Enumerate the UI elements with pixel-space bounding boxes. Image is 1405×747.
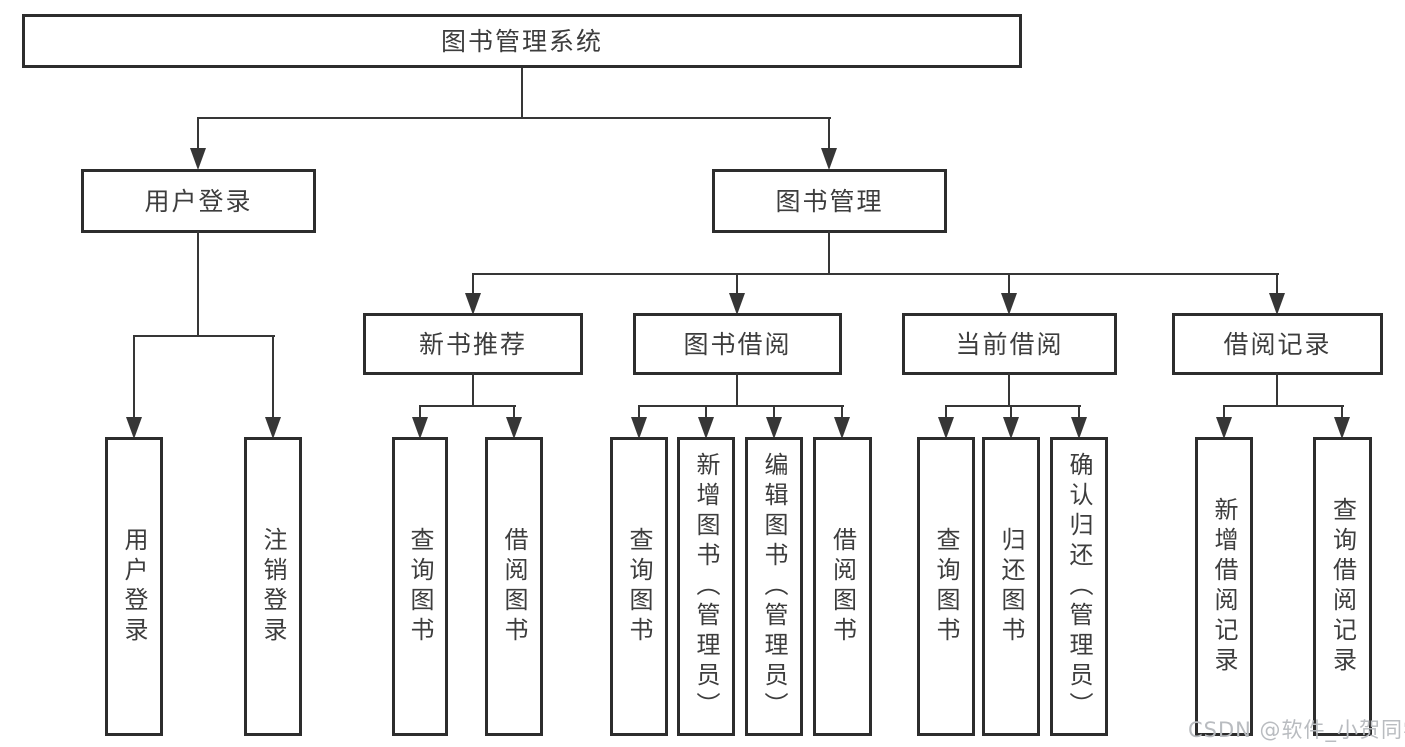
connector-line <box>1223 405 1225 419</box>
connector-line <box>1008 373 1010 406</box>
arrow-down-icon <box>938 417 954 439</box>
connector-line <box>272 335 274 420</box>
connector-line <box>773 405 775 419</box>
leaf-edit-books-admin: 编辑图书（管理员） <box>745 437 803 736</box>
node-label: 新增图书（管理员） <box>692 451 720 722</box>
arrow-down-icon <box>412 417 428 439</box>
node-label: 新书推荐 <box>418 329 527 359</box>
leaf-query-books-borrow: 查询图书 <box>610 437 668 736</box>
connector-line <box>197 117 831 119</box>
node-new-book-recommendation: 新书推荐 <box>363 313 583 375</box>
node-label: 图书管理系统 <box>440 26 603 56</box>
arrow-down-icon <box>506 417 522 439</box>
node-label: 用户登录 <box>144 186 253 216</box>
node-label: 编辑图书（管理员） <box>760 451 788 722</box>
arrow-down-icon <box>1001 293 1017 315</box>
connector-line <box>945 405 947 419</box>
node-label: 当前借阅 <box>955 329 1064 359</box>
node-label: 新增借阅记录 <box>1210 496 1238 677</box>
node-label: 查询图书 <box>932 526 960 647</box>
node-label: 查询借阅记录 <box>1328 496 1357 677</box>
node-label: 借阅图书 <box>828 526 857 647</box>
connector-line <box>638 405 640 419</box>
connector-line <box>736 373 738 406</box>
connector-line <box>1078 405 1080 419</box>
arrow-down-icon <box>1334 417 1350 439</box>
leaf-return-books: 归还图书 <box>982 437 1040 736</box>
connector-line <box>1010 405 1012 419</box>
csdn-watermark: CSDN @软件_小贺同学 <box>1188 718 1405 742</box>
node-label: 查询图书 <box>406 526 434 647</box>
arrow-down-icon <box>729 293 745 315</box>
connector-line <box>472 373 474 406</box>
leaf-query-borrow-record: 查询借阅记录 <box>1313 437 1372 736</box>
node-current-borrowing: 当前借阅 <box>902 313 1117 375</box>
node-label: 确认归还（管理员） <box>1065 451 1093 722</box>
connector-line <box>197 117 199 150</box>
arrow-down-icon <box>698 417 714 439</box>
leaf-logout: 注销登录 <box>244 437 302 736</box>
node-label: 注销登录 <box>259 526 287 647</box>
arrow-down-icon <box>190 148 206 170</box>
leaf-borrow-books-recommend: 借阅图书 <box>485 437 543 736</box>
node-book-borrowing: 图书借阅 <box>633 313 842 375</box>
arrow-down-icon <box>821 148 837 170</box>
connector-line <box>197 231 199 336</box>
node-borrowing-records: 借阅记录 <box>1172 313 1383 375</box>
arrow-down-icon <box>631 417 647 439</box>
connector-line <box>945 405 1081 407</box>
leaf-user-login: 用户登录 <box>105 437 163 736</box>
arrow-down-icon <box>465 293 481 315</box>
leaf-confirm-return-admin: 确认归还（管理员） <box>1050 437 1108 736</box>
connector-line <box>841 405 843 419</box>
leaf-query-books-current: 查询图书 <box>917 437 975 736</box>
arrow-down-icon <box>766 417 782 439</box>
node-label: 用户登录 <box>120 526 148 647</box>
arrow-down-icon <box>1003 417 1019 439</box>
arrow-down-icon <box>1269 293 1285 315</box>
connector-line <box>1223 405 1344 407</box>
node-label: 查询图书 <box>625 526 653 647</box>
leaf-add-borrow-record: 新增借阅记录 <box>1195 437 1253 736</box>
connector-line <box>705 405 707 419</box>
node-library-management-system: 图书管理系统 <box>22 14 1022 68</box>
connector-line <box>736 273 738 299</box>
arrow-down-icon <box>1216 417 1232 439</box>
node-book-management: 图书管理 <box>712 169 947 233</box>
connector-line <box>828 117 830 150</box>
leaf-add-books-admin: 新增图书（管理员） <box>677 437 735 736</box>
node-label: 图书管理 <box>775 186 884 216</box>
node-user-login: 用户登录 <box>81 169 316 233</box>
arrow-down-icon <box>834 417 850 439</box>
node-label: 借阅图书 <box>500 526 528 647</box>
leaf-borrow-books: 借阅图书 <box>813 437 872 736</box>
connector-line <box>133 335 275 337</box>
connector-line <box>828 231 830 275</box>
connector-line <box>419 405 516 407</box>
leaf-query-books-recommend: 查询图书 <box>392 437 448 736</box>
node-label: 归还图书 <box>997 526 1025 647</box>
connector-line <box>638 405 844 407</box>
connector-line <box>1341 405 1343 419</box>
connector-line <box>513 405 515 419</box>
connector-line <box>133 335 135 420</box>
connector-line <box>1008 273 1010 299</box>
connector-line <box>521 68 523 118</box>
arrow-down-icon <box>265 417 281 439</box>
arrow-down-icon <box>126 417 142 439</box>
connector-line <box>1276 373 1278 406</box>
connector-line <box>419 405 421 419</box>
node-label: 图书借阅 <box>683 329 792 359</box>
connector-line <box>1276 273 1278 299</box>
arrow-down-icon <box>1071 417 1087 439</box>
connector-line <box>472 273 1279 275</box>
node-label: 借阅记录 <box>1223 329 1332 359</box>
connector-line <box>472 273 474 299</box>
